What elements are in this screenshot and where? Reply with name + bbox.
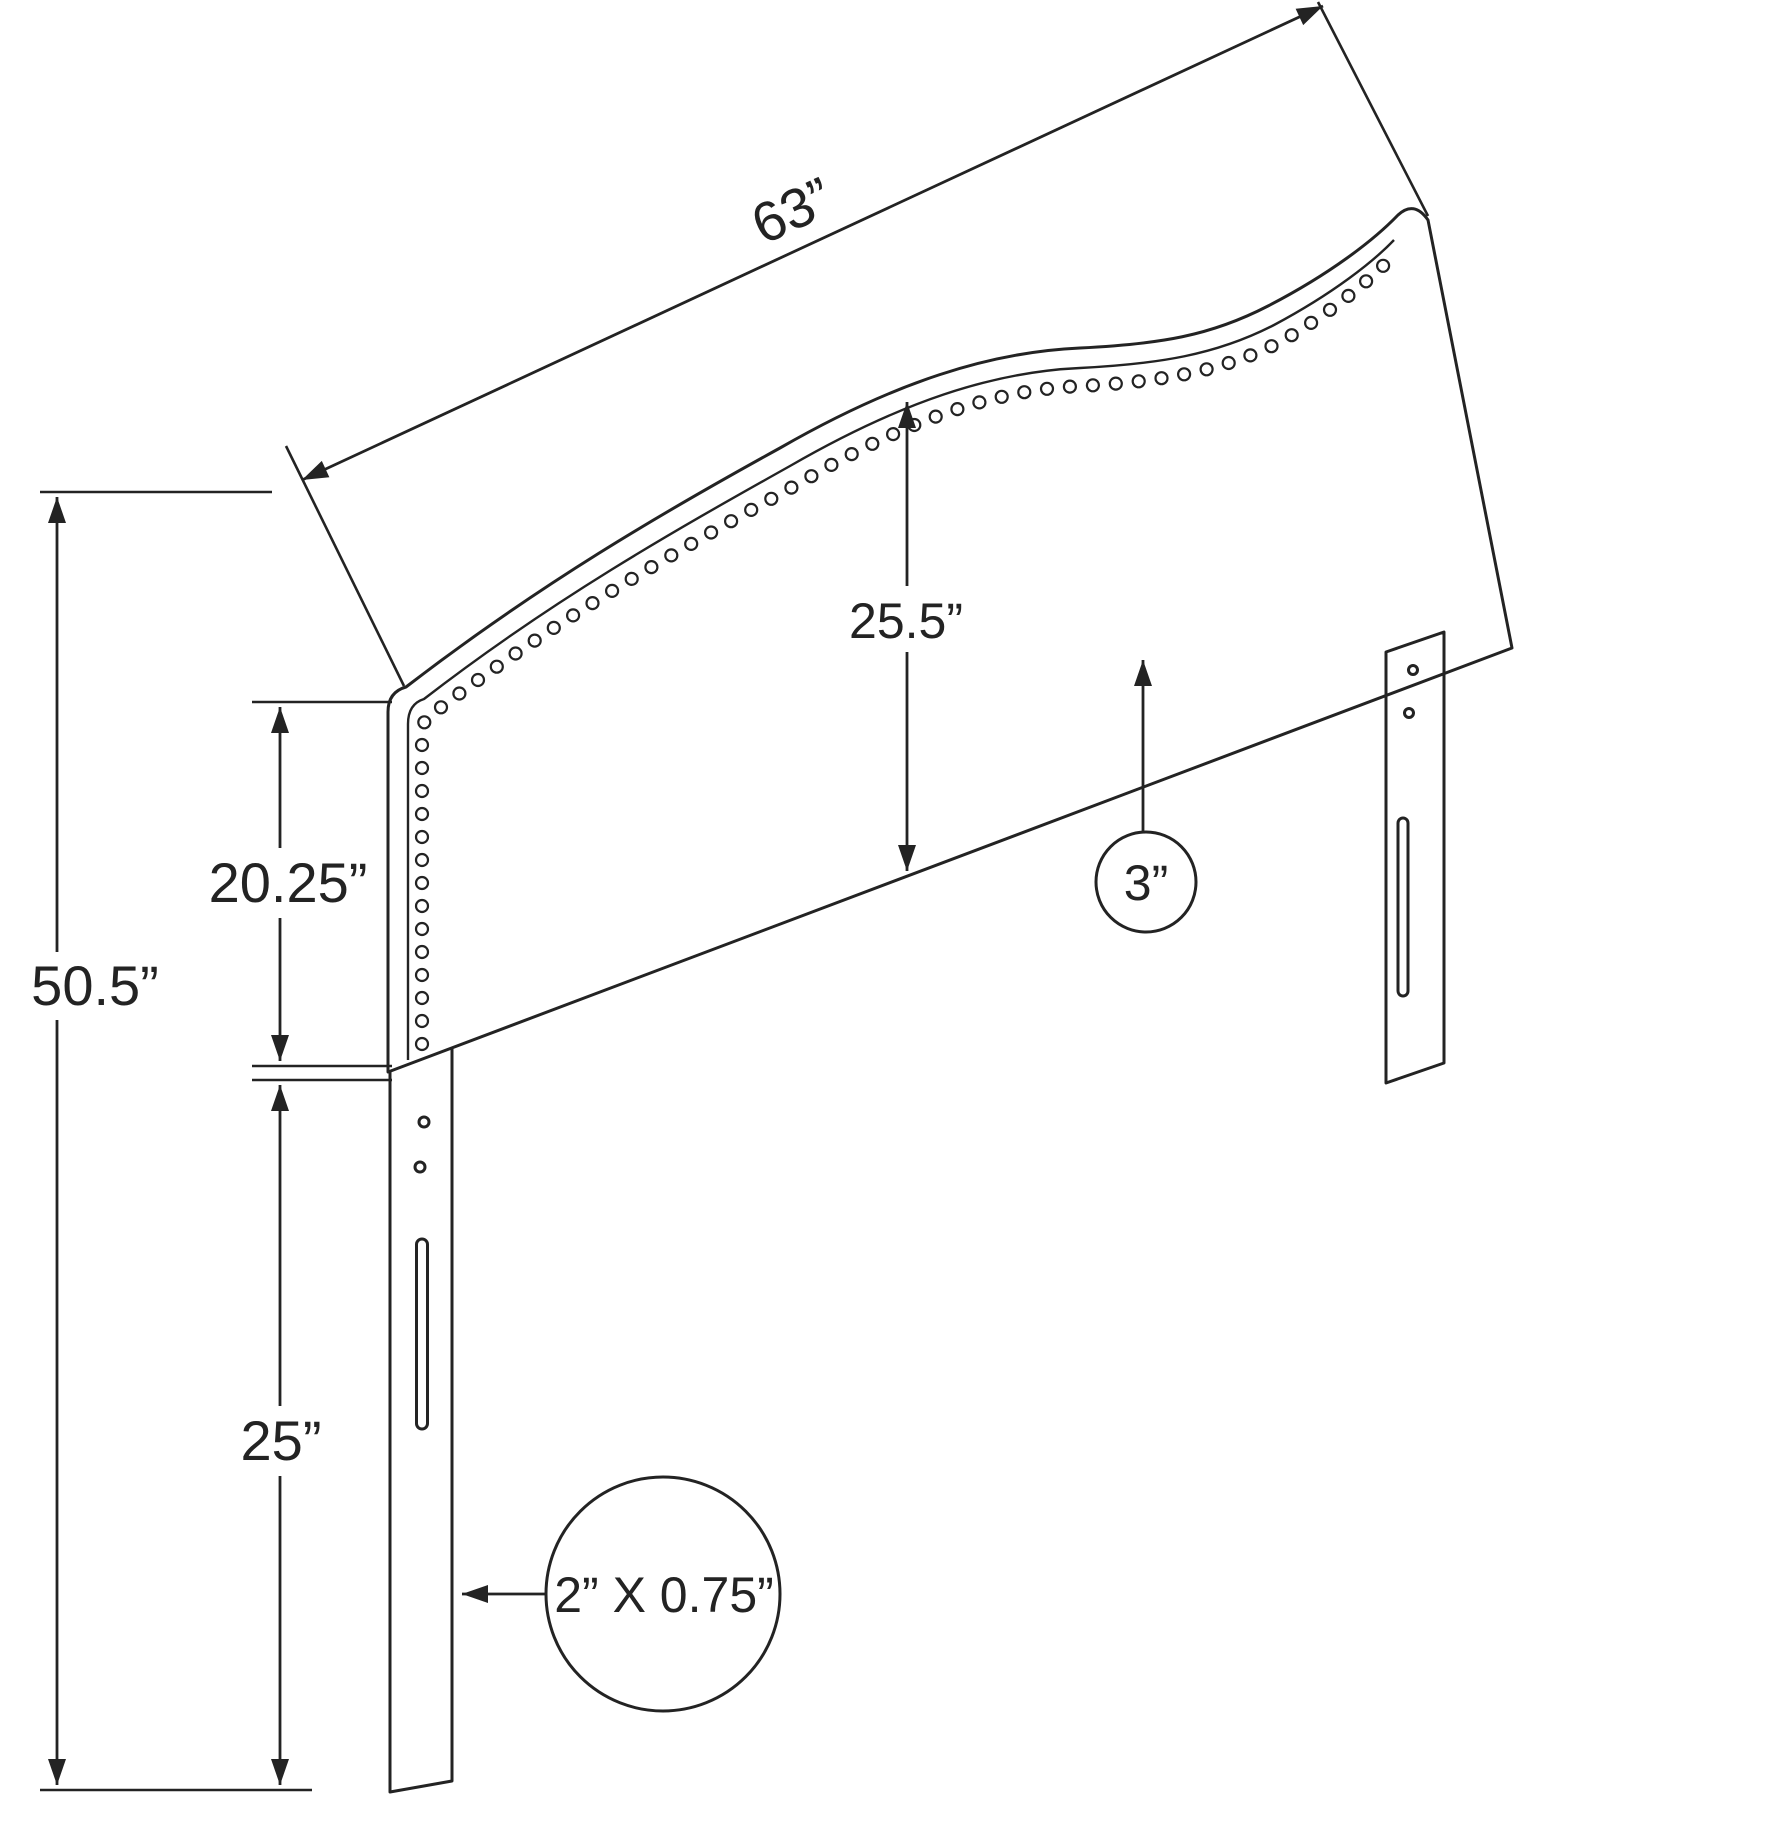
nailhead-stud — [744, 502, 759, 517]
nailhead-stud — [1085, 378, 1101, 393]
front-leg — [388, 1047, 454, 1794]
nailhead-stud — [414, 783, 430, 799]
nailhead-stud — [1358, 274, 1374, 289]
width-label: 63” — [742, 165, 842, 256]
nailhead-stud — [703, 525, 719, 540]
nailhead-stud — [624, 571, 639, 587]
label-backing — [15, 952, 175, 1020]
nailhead-stud — [1176, 367, 1192, 382]
nailhead-stud — [723, 514, 739, 529]
label-backing — [196, 848, 380, 918]
nailhead-stud — [1221, 355, 1236, 371]
nailhead-stud — [417, 715, 432, 730]
front-leg-bolt-hole — [417, 1115, 431, 1129]
nailhead-stud — [414, 1013, 430, 1029]
nailhead-stud — [433, 700, 449, 715]
nailhead-stud — [764, 491, 779, 506]
nailhead-stud — [907, 417, 922, 433]
thickness-callout-circle — [1094, 830, 1198, 934]
nailhead-stud — [972, 395, 987, 410]
nailhead-stud — [784, 480, 799, 495]
dimension-thickness: 3” — [1094, 660, 1198, 934]
nailhead-stud — [508, 646, 523, 661]
nailhead-stud — [414, 990, 430, 1006]
nailhead-stud — [546, 620, 561, 636]
nailhead-stud — [489, 659, 504, 674]
nailhead-stud — [844, 447, 859, 462]
nailhead-stud — [1341, 288, 1356, 303]
nailhead-stud — [994, 389, 1009, 404]
nailhead-stud — [565, 608, 581, 623]
nailhead-stud — [1243, 348, 1258, 363]
rear-leg — [1384, 630, 1446, 1085]
rear-leg-bolt-hole — [1407, 664, 1419, 676]
nailhead-stud — [928, 409, 943, 424]
nailhead-stud — [664, 548, 679, 563]
extension-line — [1316, 1, 1430, 217]
nailhead-stud — [414, 806, 430, 822]
thickness-label: 3” — [1124, 855, 1168, 911]
nailhead-stud — [804, 469, 819, 484]
front-leg-outline — [388, 1047, 454, 1794]
front-leg-slot — [415, 1237, 429, 1431]
callout-leg-cross-section: 2” X 0.75” — [462, 1475, 782, 1713]
nailhead-stud — [644, 559, 659, 575]
nailhead-stud — [1062, 379, 1078, 394]
nailhead-stud — [824, 457, 839, 472]
nailhead-stud — [414, 967, 430, 983]
extension-line — [284, 445, 406, 687]
nailhead-stud — [414, 1036, 430, 1052]
rear-leg-outline — [1384, 630, 1446, 1085]
nailhead-stud — [414, 944, 430, 960]
nailhead-stud — [1017, 385, 1032, 400]
dimension-leg-height: 25” — [222, 1078, 392, 1785]
nailhead-stud — [585, 595, 600, 611]
nailhead-stud — [1199, 362, 1214, 377]
cross-section-callout-circle — [544, 1475, 782, 1713]
nailhead-stud — [414, 737, 430, 753]
dimension-line-width — [301, 4, 1324, 482]
panel-center-height-label: 25.5” — [849, 593, 963, 649]
nailhead-stud — [452, 686, 467, 701]
total-height-label: 50.5” — [31, 954, 159, 1017]
nailhead-stud — [414, 875, 430, 891]
nailhead-stud — [1039, 381, 1055, 396]
leg-cross-section-label: 2” X 0.75” — [554, 1567, 774, 1623]
nailhead-stud — [414, 829, 430, 845]
nailhead-stud — [1108, 376, 1123, 391]
dimension-total-height: 50.5” — [15, 490, 312, 1792]
nailhead-stud — [1284, 328, 1299, 343]
nailhead-stud — [1154, 371, 1169, 386]
nailhead-stud — [885, 427, 901, 442]
nailhead-stud — [470, 672, 486, 688]
nailhead-stud — [1303, 315, 1319, 330]
label-backing — [820, 586, 992, 652]
leg-height-label: 25” — [241, 1409, 322, 1472]
nailhead-stud — [414, 852, 430, 868]
front-leg-bolt-hole — [413, 1160, 427, 1174]
nailhead-stud — [1375, 258, 1391, 273]
nailhead-stud — [1264, 339, 1279, 354]
panel-side-height-label: 20.25” — [209, 851, 368, 914]
nailhead-stud — [1131, 374, 1146, 389]
nailhead-stud — [604, 583, 620, 599]
rear-leg-slot — [1396, 816, 1410, 998]
nailhead-trim — [414, 258, 1391, 1052]
nailhead-stud — [414, 760, 430, 776]
dimension-panel-center: 25.5” — [820, 402, 992, 871]
nailhead-stud — [865, 436, 880, 451]
rear-leg-bolt-hole — [1403, 707, 1415, 719]
nailhead-stud — [414, 921, 430, 937]
nailhead-stud — [527, 633, 542, 648]
nailhead-stud — [414, 898, 430, 914]
dimension-width: 63” — [284, 1, 1430, 687]
nailhead-stud — [1322, 302, 1338, 317]
nailhead-stud — [684, 536, 699, 552]
nailhead-stud — [950, 402, 965, 417]
label-backing — [222, 1406, 340, 1476]
dimension-panel-side: 20.25” — [196, 700, 392, 1068]
